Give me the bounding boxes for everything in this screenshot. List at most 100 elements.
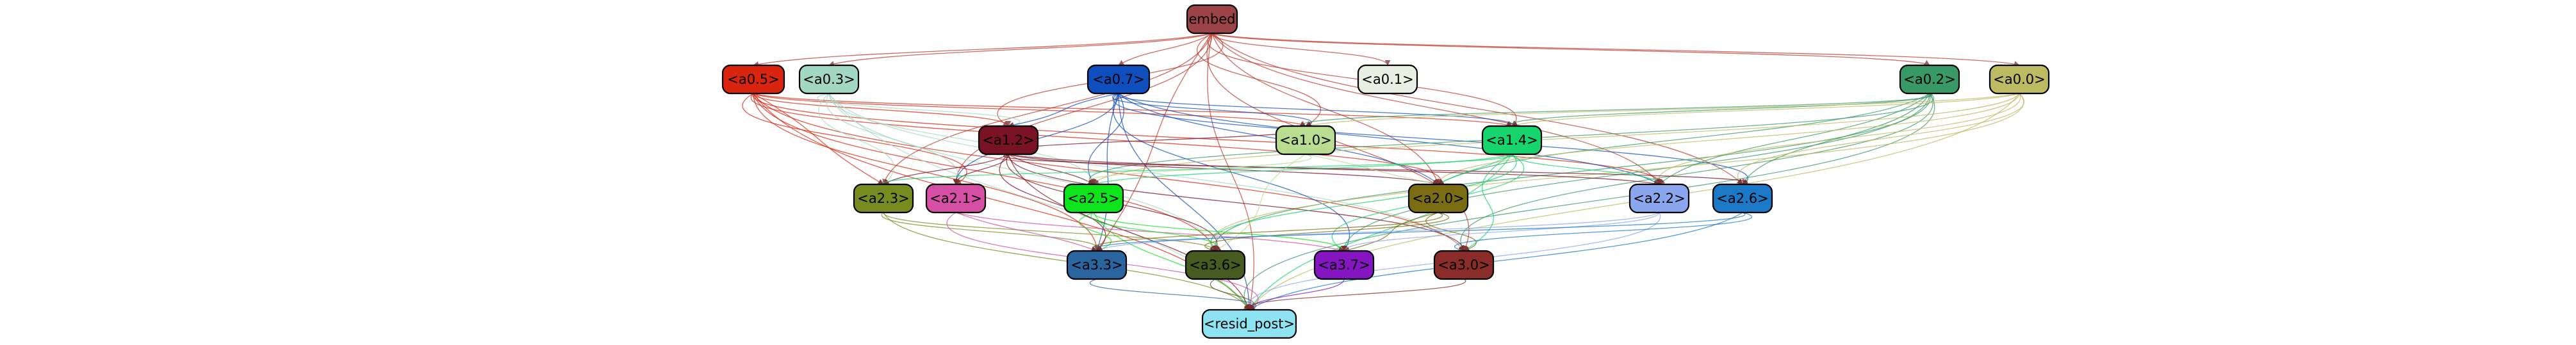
edge-a07-a12 [1008,93,1119,128]
edge-a00-a20 [1435,93,2020,185]
node-box-a21[interactable] [925,183,987,214]
edge-a07-a22 [1118,93,1660,185]
edge-a05-a33 [753,93,1100,252]
node-embed[interactable]: embed [1186,4,1238,35]
node-box-a23[interactable] [853,183,914,214]
edge-embed-a26 [1211,33,1743,185]
node-box-a01[interactable] [1357,64,1418,95]
node-box-a26[interactable] [1712,183,1773,214]
node-a10[interactable]: <a1.0> [1275,125,1336,156]
node-label-embed: embed [1189,12,1236,27]
edge-embed-resid [1207,33,1254,310]
node-box-a22[interactable] [1628,183,1690,214]
edge-a14-a23 [877,154,1513,185]
node-box-a03[interactable] [798,64,860,95]
node-a12[interactable]: <a1.2> [978,125,1039,156]
node-box-a20[interactable] [1407,183,1469,214]
edge-embed-a01 [1211,33,1391,66]
edge-a23-a36 [883,212,1218,252]
node-a01[interactable]: <a0.1> [1357,64,1418,95]
node-a05[interactable]: <a0.5> [721,64,785,95]
edge-a00-a10 [1305,93,2020,128]
edge-a37-resid [1246,278,1345,310]
edge-embed-a23 [882,33,1213,185]
edge-a23-a33 [881,212,1103,252]
node-box-a25[interactable] [1063,183,1124,214]
edge-embed-a00 [1211,33,2020,67]
edge-a03-a23 [818,93,894,185]
node-a33[interactable]: <a3.3> [1066,250,1128,280]
edge-a25-resid [1093,212,1250,310]
node-box-a10[interactable] [1275,125,1336,156]
edge-a07-a26 [1113,93,1749,185]
edge-a03-a30 [828,93,1464,252]
node-box-a37[interactable] [1313,250,1375,280]
node-box-a33[interactable] [1066,250,1128,280]
node-box-a02[interactable] [1899,64,1960,95]
edge-a10-a20 [1305,154,1439,186]
edge-a26-resid [1249,212,1743,310]
node-box-a30[interactable] [1433,250,1495,280]
edge-a02-a20 [1438,93,1930,185]
edge-a26-a30 [1454,212,1752,253]
edge-a07-a14 [1117,93,1518,127]
node-a07[interactable]: <a0.7> [1087,64,1151,95]
node-label-a02: <a0.2> [1903,72,1955,87]
node-label-a37: <a3.7> [1318,257,1370,273]
node-a25[interactable]: <a2.5> [1063,183,1124,214]
edge-a05-a22 [753,93,1664,185]
edge-a12-a22 [1008,154,1660,186]
node-a20[interactable]: <a2.0> [1407,183,1469,214]
edge-a22-a33 [1096,212,1660,252]
node-a26[interactable]: <a2.6> [1712,183,1773,214]
node-label-a12: <a1.2> [982,132,1034,148]
node-box-embed[interactable] [1186,4,1238,35]
node-a14[interactable]: <a1.4> [1481,125,1543,156]
edge-a02-a10 [1299,93,1933,127]
edge-a00-a26 [1736,93,2025,185]
edge-a22-a37 [1341,212,1660,252]
node-box-a07[interactable] [1087,64,1151,95]
edge-embed-a10 [1197,33,1321,127]
edge-a14-a30 [1463,154,1513,252]
node-a23[interactable]: <a2.3> [853,183,914,214]
node-label-a10: <a1.0> [1279,132,1331,148]
node-a03[interactable]: <a0.3> [798,64,860,95]
node-box-a36[interactable] [1185,250,1246,280]
edge-a02-a30 [1458,93,1933,252]
node-a00[interactable]: <a0.0> [1989,64,2050,95]
edge-a30-resid [1243,278,1466,310]
node-box-a05[interactable] [721,64,785,95]
edge-a26-a33 [1090,212,1746,252]
node-a21[interactable]: <a2.1> [925,183,987,214]
node-a02[interactable]: <a0.2> [1899,64,1960,95]
node-box-a00[interactable] [1989,64,2050,95]
edge-a10-a36 [1215,154,1306,252]
edge-a02-a36 [1211,93,1931,252]
node-a30[interactable]: <a3.0> [1433,250,1495,280]
node-label-a30: <a3.0> [1438,257,1489,273]
node-label-a20: <a2.0> [1412,191,1464,206]
edge-a20-a30 [1425,212,1477,252]
node-box-a12[interactable] [978,125,1039,156]
edge-a05-a12 [753,93,1012,127]
node-a36[interactable]: <a3.6> [1185,250,1246,280]
edge-a03-a12 [817,93,1021,128]
edge-a02-a22 [1659,93,1930,185]
edge-a12-a23 [883,154,1009,185]
edge-a07-a25 [1088,93,1124,185]
node-box-a14[interactable] [1481,125,1543,156]
node-a22[interactable]: <a2.2> [1628,183,1690,214]
node-a37[interactable]: <a3.7> [1313,250,1375,280]
edge-a05-a30 [753,93,1464,252]
node-label-a01: <a0.1> [1361,72,1413,87]
node-resid[interactable]: <resid_post> [1201,309,1297,339]
node-label-a03: <a0.3> [803,72,855,87]
node-box-resid[interactable] [1201,309,1297,339]
edge-a05-a23 [753,93,884,185]
edge-embed-a03 [828,33,1213,67]
edge-embed-a05 [753,33,1213,67]
edge-a14-a20 [1438,154,1513,185]
edges-layer [742,33,2025,311]
edge-a00-a14 [1511,93,2020,127]
